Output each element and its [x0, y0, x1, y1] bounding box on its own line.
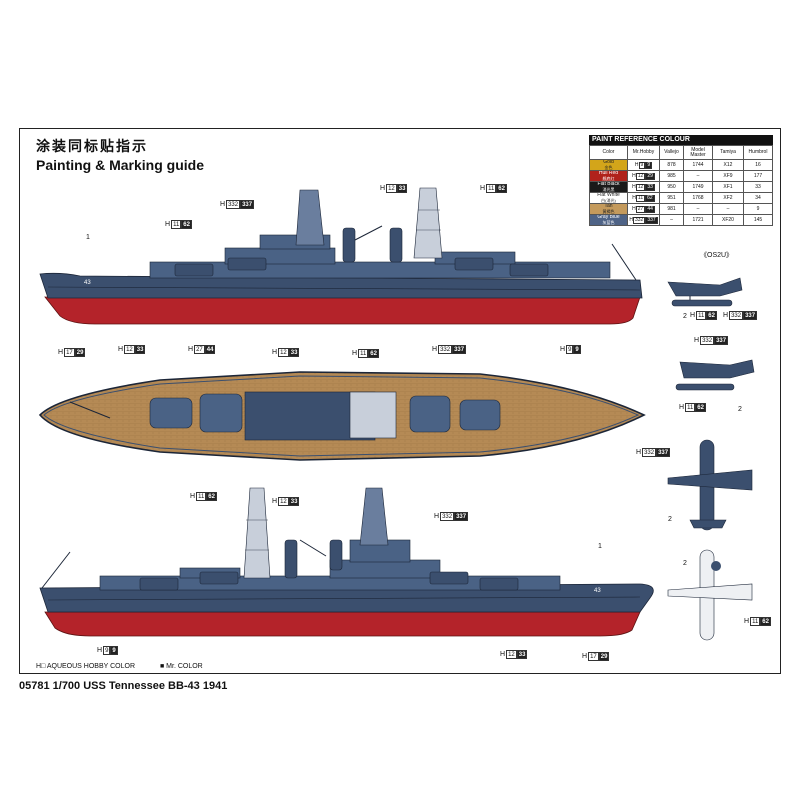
paint-table-caption: PAINT REFERENCE COLOUR: [589, 135, 773, 145]
color-name: Tan: [604, 203, 613, 209]
color-name-cn: 消光黑: [602, 187, 615, 192]
kit-title: 05781 1/700 USS Tennessee BB-43 1941: [19, 680, 228, 692]
paint-reference-table: PAINT REFERENCE COLOUR Color Mr.Hobby Va…: [589, 135, 773, 226]
callout-2: 2: [683, 313, 687, 320]
callout-2: 2: [668, 516, 672, 523]
side-profile-port: [39, 487, 654, 637]
os2u-bottom-view: [667, 549, 753, 641]
os2u-label: 《OS2U》: [700, 252, 734, 259]
color-name: Hull Red: [598, 170, 619, 176]
side-profile-starboard: [39, 187, 643, 325]
color-name-cn: 灰蓝色: [602, 220, 615, 225]
deck-plan-view: [38, 371, 646, 461]
color-name-cn: 金色: [604, 165, 613, 170]
color-name-cn: 白(消光): [601, 198, 616, 203]
callout-2: 2: [683, 560, 687, 567]
legend-aqueous: H□ AQUEOUS HOBBY COLOR: [36, 663, 136, 670]
os2u-side-view-2: [675, 359, 755, 391]
color-name: Flat Black: [597, 181, 620, 187]
color-name: Flat White: [597, 192, 620, 198]
os2u-top-view: [667, 439, 753, 531]
humbrol-code: 145: [743, 214, 773, 226]
callout-1: 1: [86, 234, 90, 241]
color-name-cn: 黄褐色: [602, 209, 615, 214]
os2u-side-view-1: [667, 277, 743, 307]
color-name: Gray Blue: [597, 214, 620, 220]
vallejo-code: –: [659, 214, 684, 226]
title-chinese: 涂装同标贴指示: [36, 139, 148, 155]
hull-number-label: 43: [594, 588, 601, 594]
title-english: Painting & Marking guide: [36, 157, 205, 173]
callout-2: 2: [738, 406, 742, 413]
color-name: Gold: [603, 159, 614, 165]
callout-1: 1: [598, 543, 602, 550]
legend-mr-color: ■ Mr. COLOR: [160, 663, 203, 670]
color-name-cn: 舰底红: [602, 176, 615, 181]
hull-number-label: 43: [84, 280, 91, 286]
